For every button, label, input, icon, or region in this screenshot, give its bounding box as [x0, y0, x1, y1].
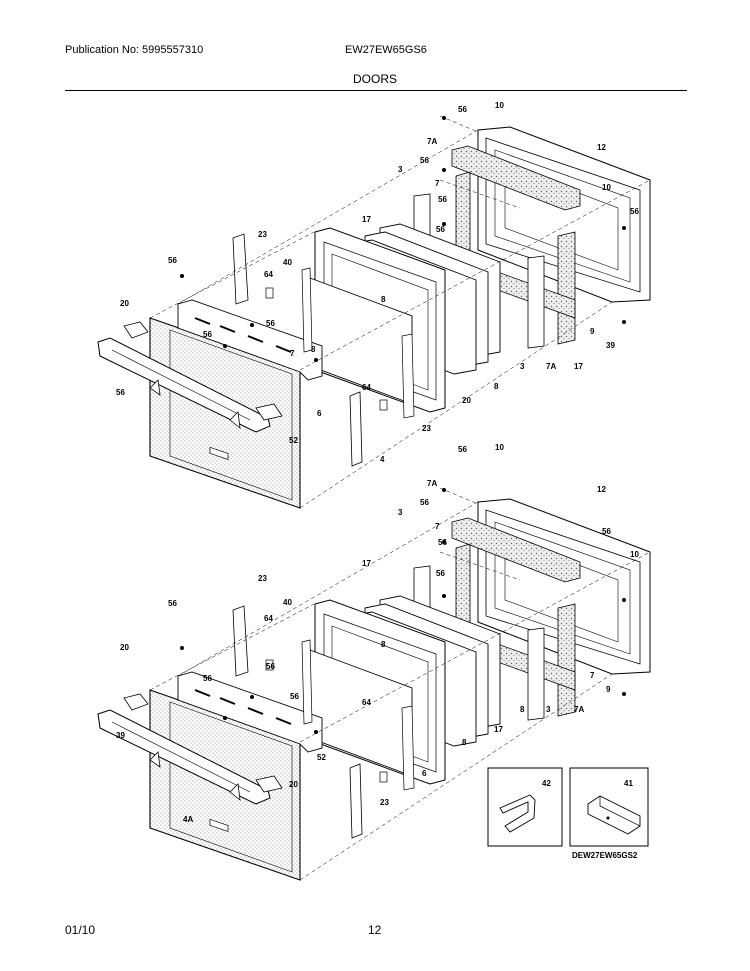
section-title: DOORS	[352, 72, 397, 86]
upper-callout-8: 8	[381, 295, 386, 304]
inset-label-41: 41	[624, 779, 633, 788]
upper-callout-10: 10	[602, 183, 611, 192]
lower-callout-10: 10	[495, 443, 504, 452]
lower-callout-8: 8	[462, 738, 467, 747]
inset-part-42: 42	[487, 767, 563, 847]
upper-callout-8: 8	[311, 345, 316, 354]
upper-callout-20: 20	[462, 396, 471, 405]
upper-callout-10: 10	[495, 101, 504, 110]
upper-callout-3: 3	[520, 362, 525, 371]
upper-callout-4: 4	[380, 455, 385, 464]
upper-callout-3: 3	[398, 165, 403, 174]
upper-callout-52: 52	[289, 436, 298, 445]
lower-callout-12: 12	[597, 485, 606, 494]
diagram-reference-code: DEW27EW65GS2	[572, 851, 638, 860]
upper-callout-56: 56	[266, 319, 275, 328]
upper-callout-20: 20	[120, 299, 129, 308]
lower-callout-56: 56	[203, 674, 212, 683]
lower-callout-56: 56	[602, 527, 611, 536]
lower-callout-56: 56	[436, 569, 445, 578]
lower-callout-3: 3	[398, 508, 403, 517]
upper-callout-40: 40	[283, 258, 292, 267]
lower-callout-56: 56	[438, 538, 447, 547]
lower-callout-7A: 7A	[427, 479, 437, 488]
lower-callout-64: 64	[362, 698, 371, 707]
lower-callout-17: 17	[494, 725, 503, 734]
footer-date: 01/10	[65, 923, 96, 937]
upper-callout-56: 56	[458, 105, 467, 114]
upper-callout-39: 39	[606, 341, 615, 350]
upper-callout-23: 23	[422, 424, 431, 433]
upper-callout-6: 6	[317, 409, 322, 418]
upper-callout-7A: 7A	[427, 137, 437, 146]
inset-label-42: 42	[542, 779, 551, 788]
lower-callout-10: 10	[630, 550, 639, 559]
lower-callout-39: 39	[116, 731, 125, 740]
lower-callout-52: 52	[317, 753, 326, 762]
upper-callout-56: 56	[116, 388, 125, 397]
lower-callout-40: 40	[283, 598, 292, 607]
upper-callout-7A: 7A	[546, 362, 556, 371]
lower-callout-6: 6	[422, 769, 427, 778]
lower-callout-20: 20	[289, 780, 298, 789]
lower-callout-64: 64	[264, 614, 273, 623]
model-number: EW27EW65GS6	[345, 44, 427, 56]
footer-page-number: 12	[368, 923, 382, 937]
upper-callout-9: 9	[590, 327, 595, 336]
upper-callout-8: 8	[494, 382, 499, 391]
upper-callout-56: 56	[630, 207, 639, 216]
lower-callout-3: 3	[546, 705, 551, 714]
upper-callout-56: 56	[203, 330, 212, 339]
upper-callout-7: 7	[290, 349, 295, 358]
lower-callout-56: 56	[168, 599, 177, 608]
lower-callout-8: 8	[381, 640, 386, 649]
lower-callout-7: 7	[590, 671, 595, 680]
header-rule	[65, 90, 687, 91]
publication-number: Publication No: 5995557310	[65, 44, 204, 56]
upper-callout-64: 64	[264, 270, 273, 279]
lower-callout-23: 23	[258, 574, 267, 583]
lower-callout-4A: 4A	[183, 815, 193, 824]
upper-callout-17: 17	[362, 215, 371, 224]
lower-callout-23: 23	[380, 798, 389, 807]
upper-callout-56: 56	[436, 225, 445, 234]
upper-callout-17: 17	[574, 362, 583, 371]
upper-callout-12: 12	[597, 143, 606, 152]
upper-callout-56: 56	[420, 156, 429, 165]
lower-callout-20: 20	[120, 643, 129, 652]
upper-callout-56: 56	[438, 195, 447, 204]
lower-callout-7: 7	[435, 522, 440, 531]
lower-callout-56: 56	[458, 445, 467, 454]
lower-callout-56: 56	[290, 692, 299, 701]
lower-callout-9: 9	[606, 685, 611, 694]
inset-part-41: 41	[569, 767, 649, 847]
lower-callout-17: 17	[362, 559, 371, 568]
lower-callout-56: 56	[420, 498, 429, 507]
upper-callout-56: 56	[168, 256, 177, 265]
lower-callout-7A: 7A	[574, 705, 584, 714]
lower-callout-56: 56	[266, 662, 275, 671]
upper-callout-64: 64	[362, 383, 371, 392]
lower-callout-8: 8	[520, 705, 525, 714]
upper-callout-7: 7	[435, 179, 440, 188]
upper-callout-23: 23	[258, 230, 267, 239]
